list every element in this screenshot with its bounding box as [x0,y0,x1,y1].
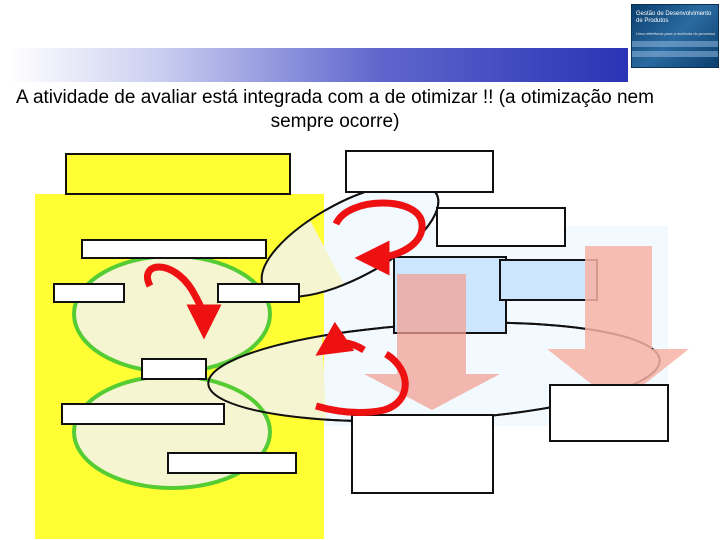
header-gradient-bar [8,48,628,82]
pink-arrow-left [364,274,500,410]
logo-decoration [632,51,718,57]
red-cycle-arrow-top [332,199,426,276]
red-cycle-arrow-bottom [315,351,409,417]
box-yellow-top [65,153,291,195]
logo-decoration [632,41,718,47]
box-left-5 [61,403,225,425]
box-top-center [345,150,494,193]
logo: Gestão de Desenvolvimento de Produtos Um… [631,4,719,68]
red-cycle-arrow-left [144,263,222,340]
box-left-6 [167,452,297,474]
box-bottom-center [351,414,494,494]
logo-tagline: Uma referência para a melhoria do proces… [636,31,716,36]
pink-arrow-right [547,246,689,405]
box-left-3 [217,283,300,303]
box-left-2 [53,283,125,303]
blue-box-small [499,259,598,301]
box-bottom-right [549,384,669,442]
logo-text: Gestão de Desenvolvimento de Produtos [636,11,712,24]
box-right-upper [436,207,566,247]
slide-title: A atividade de avaliar está integrada co… [16,87,654,132]
box-left-4 [141,358,207,380]
red-cycle-arrow-bottom-head [315,321,366,356]
box-left-1 [81,239,267,259]
